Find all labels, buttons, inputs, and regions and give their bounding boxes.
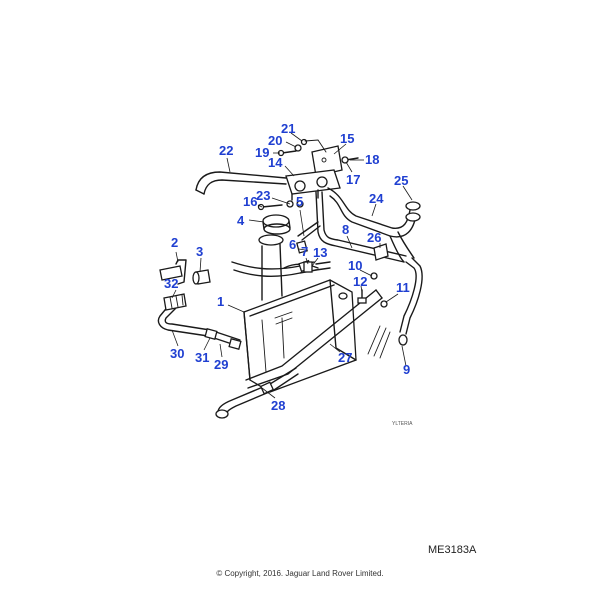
callout-8: 8 xyxy=(342,222,349,237)
callout-31: 31 xyxy=(195,350,209,365)
callout-21: 21 xyxy=(281,121,295,136)
artist-code: YLTERIA xyxy=(392,421,413,427)
callout-14: 14 xyxy=(268,155,283,170)
bottom-hose-28 xyxy=(215,367,299,419)
filler-neck xyxy=(258,214,291,301)
callout-5: 5 xyxy=(296,194,303,209)
callout-3: 3 xyxy=(196,244,203,259)
top-hose xyxy=(195,171,287,195)
callout-10: 10 xyxy=(348,258,362,273)
callout-30: 30 xyxy=(170,346,184,361)
header-tank xyxy=(243,279,357,393)
callout-1: 1 xyxy=(217,294,224,309)
callout-22: 22 xyxy=(219,143,233,158)
callout-18: 18 xyxy=(365,152,379,167)
pipe-8 xyxy=(315,191,407,263)
callout-17: 17 xyxy=(346,172,360,187)
callout-12: 12 xyxy=(353,274,367,289)
callout-28: 28 xyxy=(271,398,285,413)
pipe-11 xyxy=(367,257,423,359)
callout-20: 20 xyxy=(268,133,282,148)
lower-pipe-27 xyxy=(245,289,383,389)
callout-7: 7 xyxy=(301,244,308,259)
copyright-notice: © Copyright, 2016. Jaguar Land Rover Lim… xyxy=(216,569,384,578)
drain-tap xyxy=(159,259,211,285)
callout-24: 24 xyxy=(369,191,384,206)
callout-19: 19 xyxy=(255,145,269,160)
callout-25: 25 xyxy=(394,173,408,188)
callout-11: 11 xyxy=(396,280,410,295)
bracket-26 xyxy=(373,243,389,261)
callout-29: 29 xyxy=(214,357,228,372)
callout-15: 15 xyxy=(340,131,354,146)
callout-6: 6 xyxy=(289,237,296,252)
diagram-reference-code: ME3183A xyxy=(428,544,477,556)
callout-26: 26 xyxy=(367,230,381,245)
callout-16: 16 xyxy=(243,194,257,209)
fixings xyxy=(257,138,359,211)
callout-4: 4 xyxy=(237,213,245,228)
lower-hose-30 xyxy=(157,293,242,350)
upper-pipe xyxy=(327,187,421,263)
callouts: 1 2 3 4 5 6 7 8 9 10 11 12 13 14 15 16 1… xyxy=(164,121,410,413)
callout-2: 2 xyxy=(171,235,178,250)
callout-13: 13 xyxy=(313,245,327,260)
leader-lines xyxy=(171,132,413,399)
callout-23: 23 xyxy=(256,188,270,203)
callout-27: 27 xyxy=(338,350,352,365)
callout-32: 32 xyxy=(164,276,178,291)
callout-9: 9 xyxy=(403,362,410,377)
clip-10 xyxy=(370,272,378,280)
